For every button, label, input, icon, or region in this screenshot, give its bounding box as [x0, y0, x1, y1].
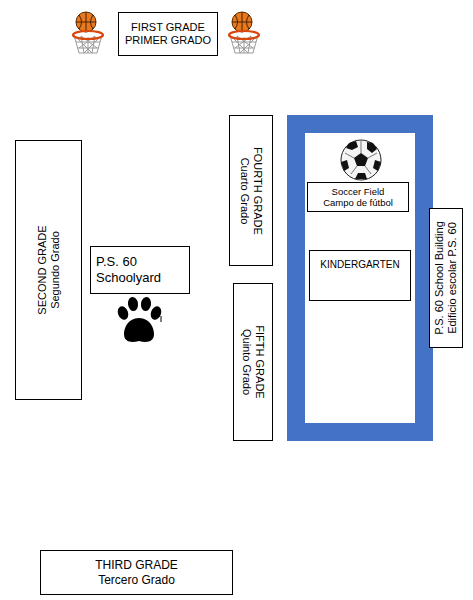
basketball-hoop — [229, 12, 259, 53]
place-name: FOURTH GRADE — [251, 147, 264, 235]
place-name: P.S. 60 — [96, 254, 137, 270]
classroom-box: THIRD GRADETercero Grado — [40, 550, 233, 595]
place-name-translation: Quinto Grado — [240, 325, 253, 398]
label-group: KINDERGARTEN — [310, 251, 410, 300]
classroom-box: KINDERGARTEN — [309, 250, 411, 301]
soccer-ball — [341, 140, 381, 180]
place-name: P.S. 60 School Building — [433, 221, 446, 335]
classroom-box: SECOND GRADESegundo Grado — [15, 140, 82, 400]
place-name: KINDERGARTEN — [320, 259, 399, 271]
classroom-box: FIRST GRADEPRIMER GRADO — [118, 12, 218, 56]
place-name: SECOND GRADE — [35, 225, 48, 314]
school-building-box: P.S. 60 School BuildingEdificio escolar … — [429, 208, 463, 348]
label-group: FIFTH GRADEQuinto Grado — [240, 325, 266, 398]
schoolyard-label: P.S. 60Schoolyard — [90, 246, 190, 294]
classroom-box: FOURTH GRADECuarto Grado — [229, 115, 273, 266]
place-name: FIFTH GRADE — [253, 325, 266, 398]
place-name-translation: Schoolyard — [96, 270, 161, 286]
place-name: Soccer Field — [332, 186, 385, 197]
field-ground — [305, 133, 415, 423]
label-group: THIRD GRADETercero Grado — [41, 551, 232, 594]
label-group: FIRST GRADEPRIMER GRADO — [119, 13, 217, 55]
label-group: FOURTH GRADECuarto Grado — [238, 147, 264, 235]
place-name: FIRST GRADE — [131, 21, 205, 34]
place-name-translation: Tercero Grado — [98, 573, 175, 587]
label-group: SECOND GRADESegundo Grado — [35, 225, 61, 314]
place-name-translation: Segundo Grado — [49, 225, 62, 314]
place-name-translation: Edificio escolar P.S. 60 — [446, 221, 459, 335]
field-border — [287, 115, 433, 441]
place-name-translation: PRIMER GRADO — [125, 34, 211, 47]
basketball-hoop — [73, 12, 103, 53]
place-name-translation: Campo de fútbol — [323, 197, 393, 208]
label-group: P.S. 60Schoolyard — [91, 247, 189, 293]
place-name: THIRD GRADE — [95, 558, 178, 572]
place-name-translation: Cuarto Grado — [238, 147, 251, 235]
soccer-field-label: Soccer FieldCampo de fútbol — [307, 182, 409, 212]
label-group: Soccer FieldCampo de fútbol — [308, 183, 408, 211]
label-group: P.S. 60 School BuildingEdificio escolar … — [433, 221, 459, 335]
paw-print — [116, 296, 163, 342]
classroom-box: FIFTH GRADEQuinto Grado — [233, 283, 273, 441]
